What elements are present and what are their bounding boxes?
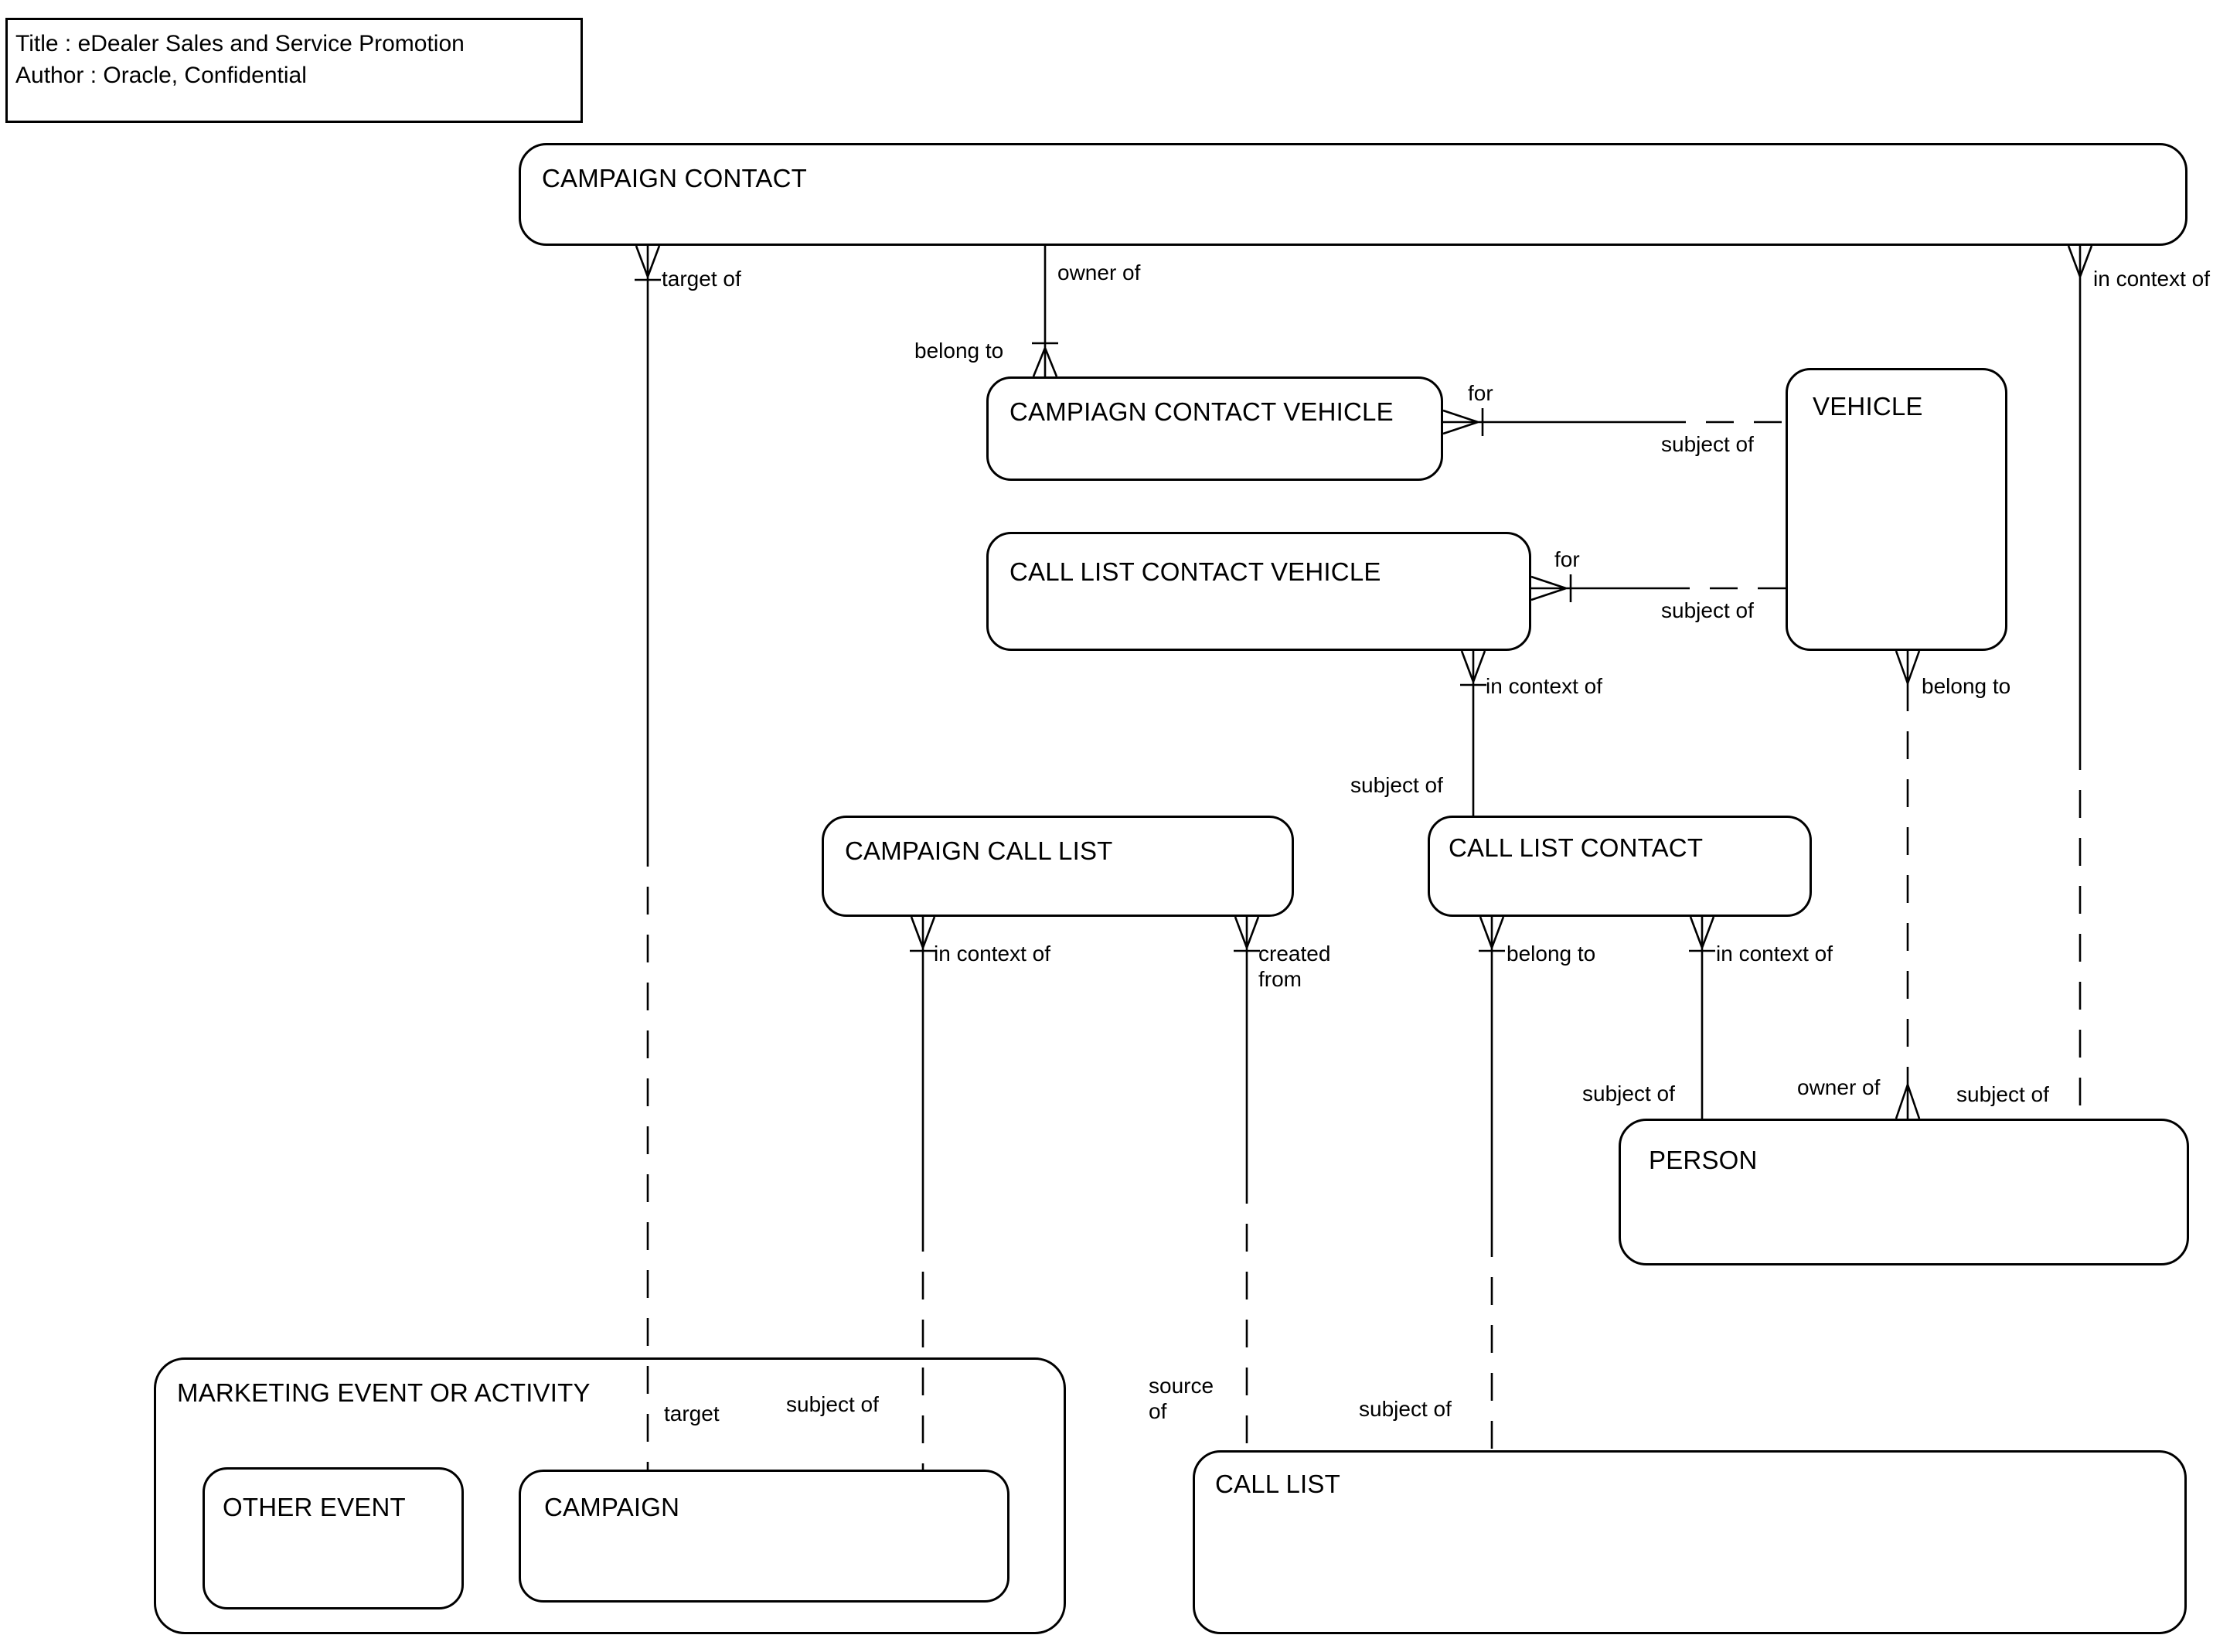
entity-call-list-contact: CALL LIST CONTACT: [1428, 816, 1812, 917]
entity-label: CAMPIAGN CONTACT VEHICLE: [1009, 397, 1394, 426]
connector-call-list-contact-vehicle-for-vehicle: [1530, 574, 1786, 602]
diagram-title: Title : eDealer Sales and Service Promot…: [15, 31, 465, 56]
entity-label: OTHER EVENT: [223, 1493, 406, 1521]
entity-campaign-contact: CAMPAIGN CONTACT: [519, 143, 2187, 246]
entity-label: CALL LIST CONTACT: [1449, 833, 1704, 862]
diagram-title-block: Title : eDealer Sales and Service Promot…: [5, 18, 583, 123]
entity-campiagn-contact-vehicle: CAMPIAGN CONTACT VEHICLE: [986, 376, 1443, 481]
rel-label-in-context-of: in context of: [1486, 674, 1602, 698]
rel-label-in-context-of: in context of: [2093, 267, 2210, 291]
entity-person: PERSON: [1619, 1119, 2189, 1265]
rel-label-target-of: target of: [662, 267, 741, 291]
connector-campaign-contact-in-context-of-person: [2067, 245, 2093, 1119]
entity-vehicle: VEHICLE: [1786, 368, 2007, 651]
connector-campaign-call-list-created-from-call-list: [1234, 916, 1260, 1450]
entity-label: CAMPAIGN: [544, 1493, 680, 1521]
rel-label-source-of: source of: [1149, 1374, 1214, 1423]
connector-campaign-call-list-in-context-of-campaign: [910, 916, 936, 1470]
entity-campaign-call-list: CAMPAIGN CALL LIST: [822, 816, 1294, 917]
rel-label-created-from: created from: [1258, 942, 1331, 991]
rel-label-subject-of: subject of: [1661, 432, 1754, 456]
connector-campaign-contact-owner-of-contact-vehicle: [1032, 246, 1058, 377]
diagram-author: Author : Oracle, Confidential: [15, 63, 307, 88]
entity-label: CALL LIST CONTACT VEHICLE: [1009, 557, 1381, 586]
rel-label-for: for: [1468, 381, 1493, 405]
connector-campaign-contact-target-of-campaign: [635, 245, 661, 1470]
connector-contact-vehicle-for-vehicle: [1442, 408, 1786, 436]
rel-label-in-context-of: in context of: [934, 942, 1050, 966]
rel-label-subject-of: subject of: [1359, 1397, 1452, 1421]
rel-label-owner-of: owner of: [1057, 261, 1141, 284]
rel-label-subject-of: subject of: [786, 1392, 879, 1416]
entity-label: MARKETING EVENT OR ACTIVITY: [177, 1378, 591, 1407]
rel-label-belong-to: belong to: [1507, 942, 1596, 966]
rel-label-owner-of: owner of: [1797, 1075, 1881, 1099]
entity-label: PERSON: [1649, 1146, 1758, 1174]
rel-label-belong-to: belong to: [914, 339, 1004, 363]
connector-call-list-contact-vehicle-in-context-of-call-list-contact: [1460, 650, 1486, 816]
entity-campaign: CAMPAIGN: [519, 1470, 1009, 1603]
entity-label: VEHICLE: [1813, 392, 1923, 421]
entity-call-list: CALL LIST: [1193, 1450, 2187, 1634]
entity-label: CALL LIST: [1215, 1470, 1340, 1498]
connector-call-list-contact-belong-to-call-list: [1479, 916, 1505, 1450]
rel-label-subject-of: subject of: [1350, 773, 1443, 797]
entity-marketing-event-or-activity: MARKETING EVENT OR ACTIVITY: [154, 1357, 1066, 1634]
rel-label-subject-of: subject of: [1582, 1081, 1675, 1105]
rel-label-subject-of: subject of: [1956, 1082, 2049, 1106]
rel-label-subject-of: subject of: [1661, 598, 1754, 622]
entity-other-event: OTHER EVENT: [203, 1467, 464, 1609]
connector-call-list-contact-in-context-of-person: [1689, 916, 1715, 1119]
rel-label-in-context-of: in context of: [1716, 942, 1833, 966]
entity-label: CAMPAIGN CONTACT: [542, 164, 807, 192]
rel-label-for: for: [1554, 547, 1580, 571]
rel-label-belong-to: belong to: [1922, 674, 2011, 698]
entity-call-list-contact-vehicle: CALL LIST CONTACT VEHICLE: [986, 532, 1531, 651]
entity-label: CAMPAIGN CALL LIST: [845, 836, 1113, 865]
rel-label-target: target: [664, 1402, 720, 1425]
connector-vehicle-belong-to-person: [1895, 650, 1921, 1119]
